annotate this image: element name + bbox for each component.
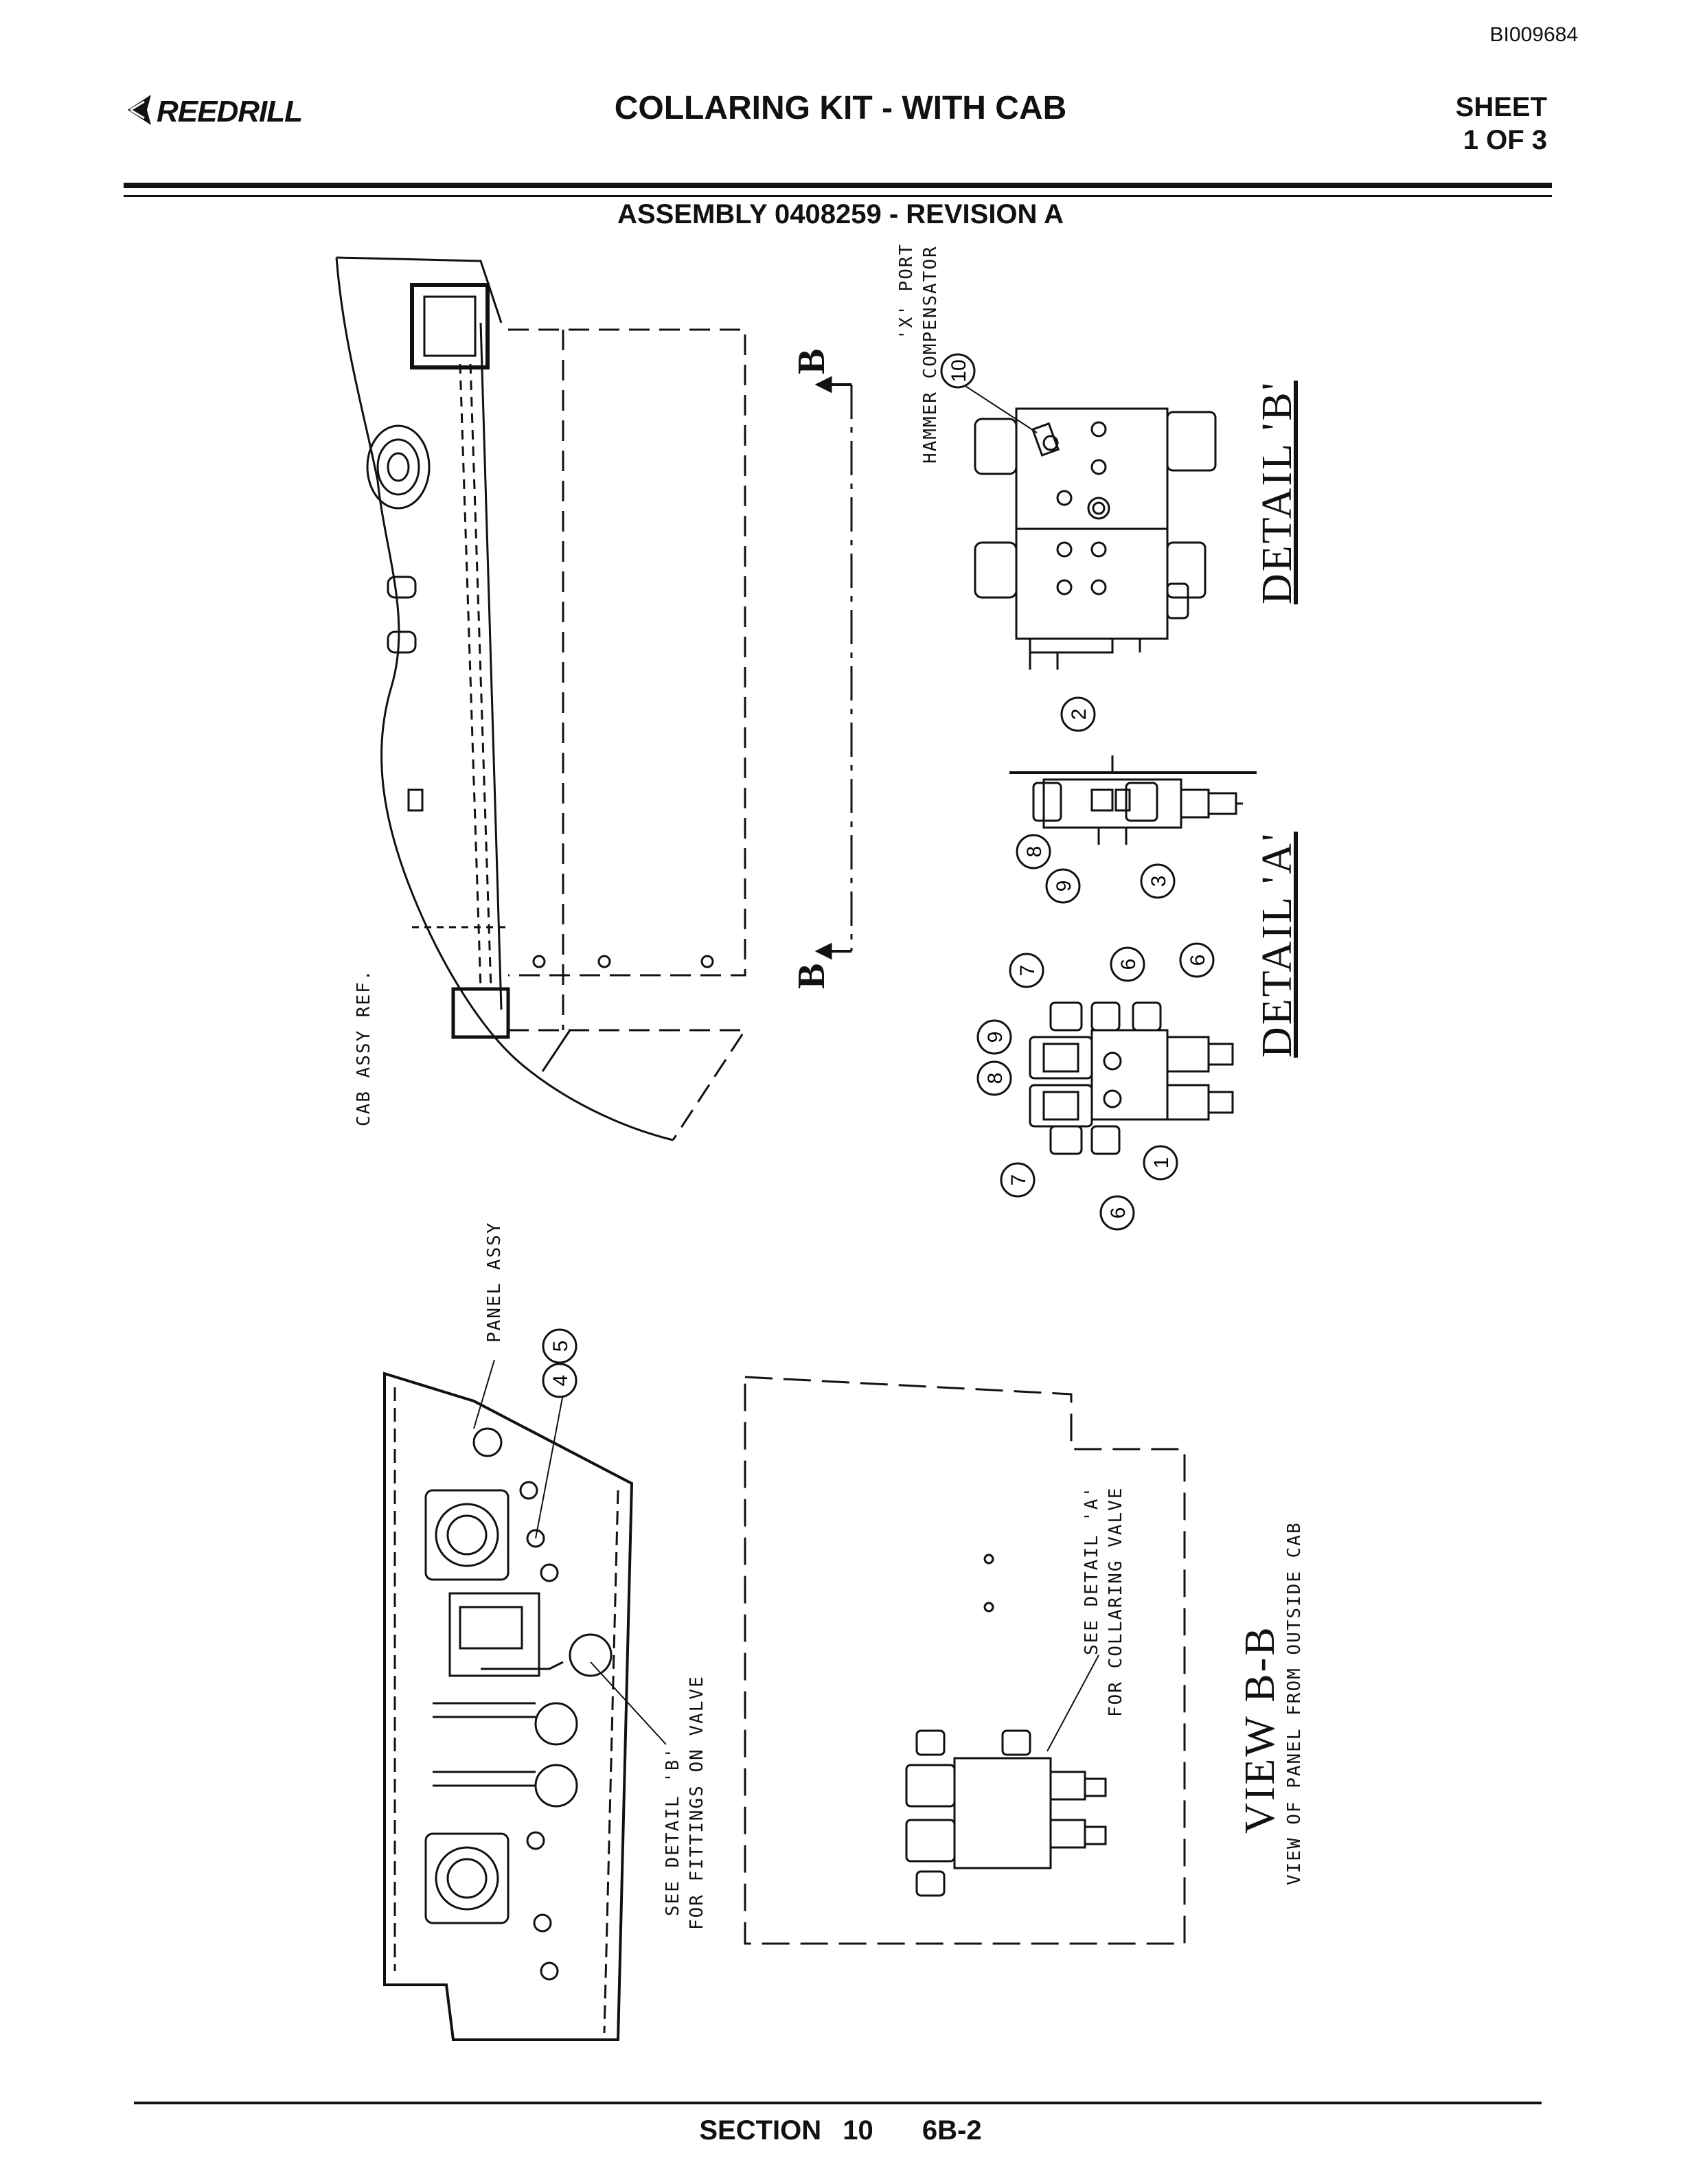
header-rule-thin (124, 195, 1552, 197)
balloon-7-top: 7 (1009, 953, 1044, 988)
view-bb-subtitle: VIEW OF PANEL FROM OUTSIDE CAB (1284, 1521, 1305, 1885)
reedrill-logo: REEDRILL (124, 89, 330, 137)
footer-rule (134, 2102, 1542, 2104)
panel-assembly-drawing (383, 1372, 634, 2041)
balloon-9-detail-a: 9 (1045, 868, 1081, 904)
svg-text:7: 7 (1016, 965, 1039, 977)
svg-text:9: 9 (1053, 880, 1075, 892)
item-balloons: 10 2 8 9 3 7 6 6 (542, 353, 1215, 1398)
detail-b-title: DETAIL 'B' (1254, 380, 1301, 604)
section-marker-b-bottom: B (790, 963, 833, 989)
balloon-4: 4 (542, 1363, 578, 1398)
view-bb-drawing (744, 1376, 1186, 1945)
section-marker-b-top: B (790, 348, 833, 374)
balloon-6-bottom: 6 (1099, 1195, 1135, 1231)
assembly-subtitle: ASSEMBLY 0408259 - REVISION A (617, 199, 1064, 229)
svg-text:4: 4 (549, 1375, 572, 1387)
sheet-number: SHEET 1 OF 3 (1456, 91, 1547, 157)
collaring-valve-label: FOR COLLARING VALVE (1106, 1486, 1126, 1717)
svg-text:3: 3 (1147, 876, 1170, 887)
balloon-2: 2 (1060, 696, 1096, 732)
balloon-6-top-a: 6 (1110, 946, 1145, 982)
svg-text:6: 6 (1107, 1207, 1130, 1219)
balloon-5: 5 (542, 1328, 578, 1364)
detail-a-front-view-drawing (1029, 1001, 1234, 1155)
svg-text:5: 5 (549, 1341, 572, 1352)
svg-text:6: 6 (1117, 959, 1140, 970)
detail-a-title: DETAIL 'A' (1254, 831, 1301, 1058)
cab-assy-ref-label: CAB ASSY REF. (354, 968, 374, 1127)
header-rule-thick (124, 183, 1552, 188)
svg-text:8: 8 (1023, 846, 1046, 858)
detail-a-top-view-drawing (1009, 755, 1257, 845)
sheet-count: 1 OF 3 (1463, 125, 1547, 155)
balloon-8-detail-a: 8 (1016, 834, 1051, 869)
svg-text:1: 1 (1150, 1157, 1173, 1169)
x-port-label: 'X' PORT (896, 242, 917, 340)
footer-page-number: 6B-2 (922, 2115, 982, 2146)
footer: SECTION 10 6B-2 (0, 2115, 1681, 2146)
balloon-1: 1 (1143, 1145, 1178, 1181)
svg-text:8: 8 (984, 1073, 1007, 1084)
view-bb-title: VIEW B-B (1237, 1625, 1283, 1834)
document-id: BI009684 (1489, 23, 1578, 46)
sheet-label: SHEET (1455, 92, 1547, 122)
svg-text:7: 7 (1007, 1174, 1030, 1186)
svg-text:10: 10 (948, 359, 970, 382)
drill-bit-icon (128, 95, 151, 125)
balloon-8-mid: 8 (976, 1060, 1012, 1096)
panel-assy-label: PANEL ASSY (484, 1221, 505, 1343)
cab-assembly-outline (335, 256, 747, 1141)
see-detail-a-label: SEE DETAIL 'A' (1082, 1485, 1102, 1655)
section-line-bb (814, 376, 853, 960)
page-title: COLLARING KIT - WITH CAB (614, 90, 1067, 126)
hammer-compensator-label: HAMMER COMPENSATOR (920, 245, 941, 464)
balloon-6-top-b: 6 (1179, 942, 1215, 978)
balloon-7-bottom: 7 (1000, 1162, 1036, 1198)
svg-text:2: 2 (1068, 709, 1090, 720)
footer-section: SECTION 10 (699, 2115, 873, 2146)
logo-text: REEDRILL (157, 95, 303, 128)
balloon-10: 10 (940, 353, 976, 389)
detail-b-valve-drawing (974, 407, 1217, 670)
svg-text:6: 6 (1187, 955, 1209, 966)
balloon-3: 3 (1140, 863, 1176, 899)
see-detail-b-label: SEE DETAIL 'B' (663, 1746, 683, 1916)
fittings-on-valve-label: FOR FITTINGS ON VALVE (687, 1675, 707, 1930)
svg-text:9: 9 (984, 1032, 1007, 1043)
balloon-9-mid: 9 (976, 1019, 1012, 1055)
